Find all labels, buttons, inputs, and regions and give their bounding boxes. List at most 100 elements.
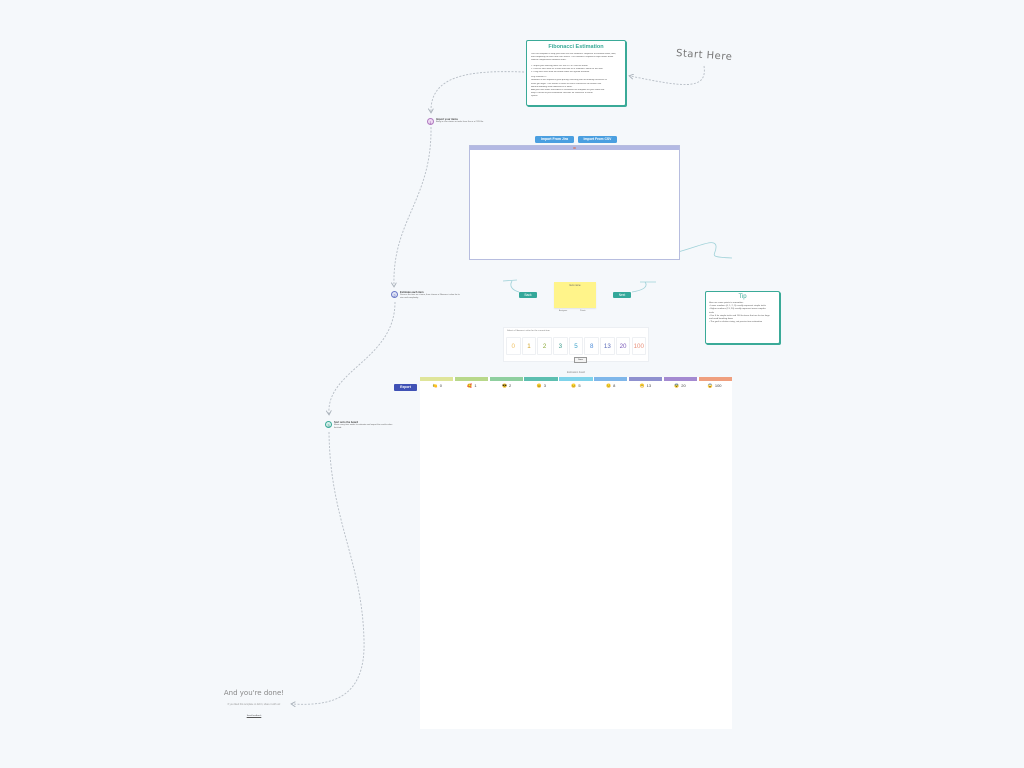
board-column-header bbox=[663, 377, 698, 381]
intro-line: keep a record of past estimation session… bbox=[531, 92, 593, 95]
step-2-description: Discuss the item as a team, then choose … bbox=[400, 294, 460, 299]
board-column-header bbox=[489, 377, 523, 381]
fibonacci-card-13[interactable]: 13 bbox=[600, 337, 615, 355]
done-title: And you're done! bbox=[223, 689, 285, 697]
board-column-3: 😊3 bbox=[524, 383, 559, 389]
board-header bbox=[420, 377, 732, 381]
board-label: Estimation board bbox=[567, 371, 585, 374]
step-2-number: 2 bbox=[391, 291, 398, 298]
fibonacci-card-20[interactable]: 20 bbox=[615, 337, 631, 355]
board-column-emoji-icon: 😊 bbox=[536, 383, 542, 388]
tip-card: Tip Here are some points to remember:• L… bbox=[705, 291, 780, 344]
tip-line: and need breaking down bbox=[709, 318, 733, 321]
tip-line: • The goal is relative sizing, not preci… bbox=[709, 321, 763, 324]
board-column-value: 2 bbox=[509, 383, 512, 388]
fibonacci-card-0[interactable]: 0 bbox=[506, 337, 521, 355]
sticky-meta-assignee: Assignee bbox=[559, 310, 568, 312]
board-column-emoji-icon: 😕 bbox=[606, 383, 612, 388]
intro-line: Why Fibonacci? bbox=[531, 76, 547, 79]
board-column-header bbox=[628, 377, 663, 381]
fibonacci-card-2[interactable]: 2 bbox=[537, 337, 552, 355]
board-column-emoji-icon: 😬 bbox=[639, 383, 645, 388]
board-column-value: 8 bbox=[613, 383, 616, 388]
board-column-values: 🍋0🥰1😎2😊3😐5😕8😬13😨20😱100 bbox=[420, 383, 732, 389]
import-frame-header bbox=[470, 146, 679, 150]
intro-line: Numbers in the sequence grow quickly, re… bbox=[531, 79, 607, 82]
board-column-value: 100 bbox=[714, 383, 722, 388]
intro-body: Use this template to help your team use … bbox=[531, 53, 621, 99]
intro-line: Use this template to help your team use … bbox=[531, 53, 617, 55]
export-button[interactable]: Export bbox=[394, 384, 417, 391]
done-subtitle: If you liked this template or didn't, sh… bbox=[227, 703, 281, 706]
fibonacci-card-8[interactable]: 8 bbox=[584, 337, 599, 355]
fibonacci-card-5[interactable]: 5 bbox=[568, 337, 584, 355]
board-column-header bbox=[454, 377, 489, 381]
import-from-csv-button[interactable]: Import From CSV bbox=[578, 136, 617, 143]
tip-line: • Higher numbers (13, 20) usually repres… bbox=[709, 308, 766, 311]
tip-title: Tip bbox=[738, 294, 747, 300]
step-2-title: Estimate each item bbox=[400, 291, 424, 294]
intro-line: without debating small differences in ef… bbox=[531, 85, 573, 88]
step-3-title: Sort onto the board bbox=[334, 421, 359, 424]
estimation-board[interactable]: 🍋0🥰1😎2😊3😐5😕8😬13😨20😱100 bbox=[420, 377, 732, 729]
board-column-1: 🥰1 bbox=[455, 383, 490, 389]
fibonacci-selector: Select a Fibonacci value for the current… bbox=[503, 327, 649, 363]
board-column-13: 😬13 bbox=[628, 383, 663, 389]
board-column-emoji-icon: 😎 bbox=[502, 383, 508, 388]
board-column-emoji-icon: 🍋 bbox=[432, 383, 438, 388]
tip-body: Here are some points to remember:• Lower… bbox=[709, 302, 776, 324]
step-3-number: 3 bbox=[325, 421, 332, 428]
fibonacci-card-1[interactable]: 1 bbox=[521, 337, 537, 355]
board-column-emoji-icon: 😱 bbox=[707, 383, 713, 388]
step-1-title: Import your items bbox=[436, 118, 458, 121]
board-column-0: 🍋0 bbox=[420, 383, 455, 389]
intro-title: Fibonacci Estimation bbox=[548, 44, 604, 50]
tip-line: Here are some points to remember: bbox=[709, 302, 744, 304]
step-1-description: Bring in user stories or tasks from Jira… bbox=[436, 121, 484, 123]
board-column-value: 3 bbox=[543, 383, 546, 388]
tip-line: • Lower numbers (0, 1, 2, 3) usually rep… bbox=[709, 305, 766, 308]
intro-line: 1. Import your backlog items via Jira or… bbox=[531, 64, 589, 67]
fibonacci-card-100[interactable]: 100 bbox=[631, 337, 646, 355]
board-column-header bbox=[594, 377, 628, 381]
tip-line: • Use 0 for simple tasks and 100 for ite… bbox=[709, 314, 770, 317]
feedback-link[interactable]: Send feedback bbox=[246, 715, 262, 717]
board-column-emoji-icon: 😨 bbox=[674, 383, 680, 388]
sticky-meta-points: Points bbox=[580, 310, 586, 312]
board-column-20: 😨20 bbox=[663, 383, 698, 389]
current-item-sticky[interactable]: Item name bbox=[554, 282, 596, 308]
tip-line: tasks bbox=[709, 311, 715, 314]
import-from-jira-button[interactable]: Import From Jira bbox=[535, 136, 574, 143]
board-column-emoji-icon: 🥰 bbox=[467, 383, 473, 388]
fibonacci-card-3[interactable]: 3 bbox=[553, 337, 568, 355]
intro-line: sprints. bbox=[531, 95, 539, 98]
fibonacci-selector-label: Select a Fibonacci value for the current… bbox=[507, 330, 550, 332]
intro-line: Add your own notes and labels to customi… bbox=[531, 89, 605, 92]
import-frame[interactable] bbox=[469, 145, 680, 260]
intro-line: and complexity of tasks and user stories… bbox=[531, 56, 614, 59]
board-column-2: 😎2 bbox=[489, 383, 524, 389]
board-column-value: 20 bbox=[681, 383, 686, 388]
board-column-5: 😐5 bbox=[559, 383, 594, 389]
start-here-label: Start Here bbox=[675, 48, 733, 63]
step-3-description: Move every item under its estimate and e… bbox=[334, 424, 393, 429]
next-button[interactable]: Next bbox=[613, 292, 631, 298]
intro-line: 3. Drag each item onto the board under t… bbox=[531, 71, 590, 74]
step-1-number: 1 bbox=[427, 118, 434, 125]
intro-card: Fibonacci Estimation Use this template t… bbox=[526, 40, 626, 106]
board-column-value: 5 bbox=[578, 383, 581, 388]
board-column-header bbox=[559, 377, 593, 381]
board-column-value: 1 bbox=[474, 383, 477, 388]
board-column-value: 13 bbox=[646, 383, 652, 388]
board-column-header bbox=[524, 377, 558, 381]
fibonacci-done-button[interactable]: Done bbox=[574, 357, 587, 363]
sticky-item-text: Item name bbox=[569, 284, 581, 287]
board-column-emoji-icon: 😐 bbox=[571, 383, 577, 388]
intro-line: 2. Discuss each item as a team and vote … bbox=[531, 67, 604, 70]
board-column-value: 0 bbox=[439, 383, 442, 388]
board-column-8: 😕8 bbox=[593, 383, 628, 389]
board-column-header bbox=[698, 377, 732, 381]
intro-line: tasks get larger. This makes it easier t… bbox=[531, 82, 602, 85]
back-button[interactable]: Back bbox=[519, 292, 537, 298]
